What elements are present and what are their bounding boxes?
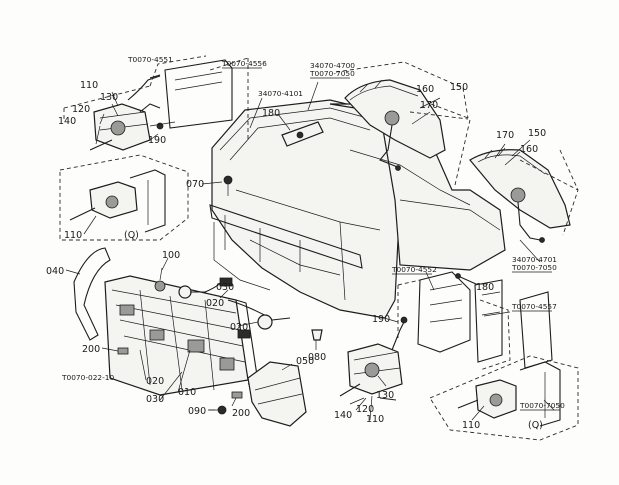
front-grille-lamp [73,247,259,396]
label-070: 070 [186,179,204,190]
label-110-a: 110 [80,80,98,91]
label-120-b: 120 [356,404,374,415]
label-050: 050 [296,356,314,367]
label-t0070-7050-top: T0070-7050 [309,69,355,78]
label-t0070-4552: T0070-4552 [391,265,437,274]
label-040: 040 [46,266,64,277]
label-160-b: 160 [520,144,538,155]
label-130-b: 130 [376,390,394,401]
label-170-b: 170 [496,130,514,141]
label-130-a: 130 [100,92,118,103]
upper-left-lamp-assembly [89,59,233,151]
label-200-b: 200 [232,408,250,419]
hood-panel [211,99,506,319]
option-q-box-right [429,355,579,441]
label-110-q2: 110 [462,420,480,431]
label-030-b: 030 [146,394,164,405]
label-100: 100 [162,250,180,261]
label-34070-4101: 34070-4101 [258,89,303,98]
label-140-b: 140 [334,410,352,421]
leader-lines [65,81,555,421]
lower-right-lamp-assembly [339,271,511,401]
label-t0070-4556: T0070-4556 [221,59,267,68]
option-q-box-left [59,154,189,241]
label-t0070-4557: T0070-4557 [511,302,557,311]
corner-lamp-050 [247,361,307,427]
label-t0070-4551: T0070-4551 [127,55,173,64]
label-200-a: 200 [82,344,100,355]
hood-bracket [209,204,363,291]
label-010: 010 [178,387,196,398]
label-34070-4700: 34070-4700 [310,61,355,70]
rear-right-panel [474,279,553,369]
label-170-a: 170 [420,100,438,111]
label-140-a: 140 [58,116,76,127]
label-180-a: 180 [262,108,280,119]
label-090: 090 [188,406,206,417]
label-110-q1: 110 [64,230,82,241]
bulb-sockets [117,267,291,399]
label-020-b: 020 [230,322,248,333]
label-t0070-7050-mid: T0070-7050 [511,263,557,272]
bolt-070 [223,175,233,196]
label-160-a: 160 [416,84,434,95]
label-020-c: 020 [146,376,164,387]
label-110-b: 110 [366,414,384,425]
label-120-a: 120 [72,104,90,115]
label-q2: (Q) [528,420,543,431]
label-020-a: 020 [206,298,224,309]
label-150-a: 150 [450,82,468,93]
label-030-a: 030 [216,282,234,293]
label-150-b: 150 [528,128,546,139]
label-190-b: 190 [372,314,390,325]
label-080: 080 [308,352,326,363]
label-34070-4701: 34070-4701 [512,255,557,264]
label-190-a: 190 [148,135,166,146]
upper-lamp-cover-left [344,79,446,171]
part-labels: T0070-4551 T0070-4556 34070-4700 T0070-7… [46,55,565,431]
upper-lamp-cover-right [469,147,571,243]
label-t0070-022-10: T0070-022-10 [61,373,114,382]
label-q1: (Q) [124,230,139,241]
grommet-080 [311,329,323,341]
hood-latch [281,121,324,147]
label-t0070-7050-low: T0070-7050 [519,401,565,410]
label-180-b: 180 [476,282,494,293]
bolt-180-right [455,273,477,285]
